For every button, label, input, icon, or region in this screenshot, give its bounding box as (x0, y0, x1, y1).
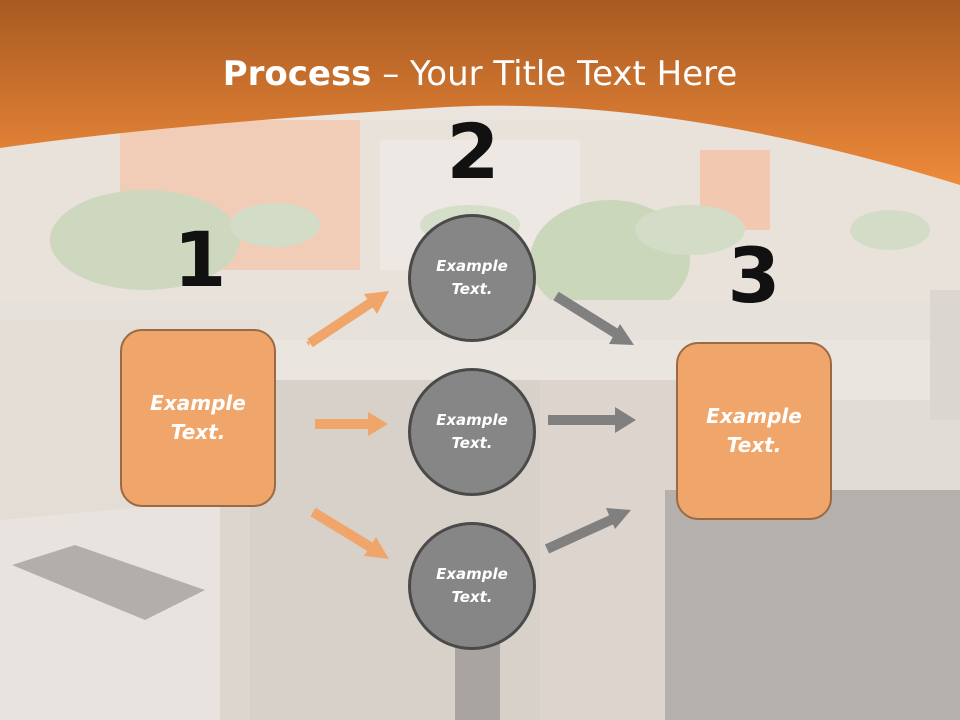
arrow-up-right-orange (305, 341, 310, 347)
step-3-text-line2: Text. (726, 433, 782, 457)
arrow-gray-down-head (609, 324, 634, 345)
arrow-orange-up-shaft (307, 297, 375, 348)
arrow-orange-mid-head (368, 412, 388, 436)
arrow-orange-down-shaft (310, 507, 375, 553)
step-1-text-line1: Example (150, 391, 246, 415)
circle-bottom: Example Text. (408, 522, 536, 650)
title-bold: Process (222, 54, 372, 94)
circle-bottom-line1: Example (436, 565, 508, 583)
step-1-box: Example Text. (120, 329, 276, 507)
circle-middle: Example Text. (408, 368, 536, 496)
circle-bottom-text: Example Text. (424, 563, 520, 609)
title-rest: – Your Title Text Here (371, 54, 738, 94)
step-1-text: Example Text. (138, 389, 258, 447)
arrow-gray-up-head (606, 508, 631, 529)
circle-top-line2: Text. (451, 280, 493, 298)
circle-middle-text: Example Text. (424, 409, 520, 455)
step-1-text-line2: Text. (170, 420, 226, 444)
orange-arrows (305, 341, 310, 347)
step-number-1: 1 (173, 215, 227, 304)
arrow-orange-down-head (364, 537, 389, 559)
circle-top-line1: Example (436, 257, 508, 275)
circle-top-text: Example Text. (424, 255, 520, 301)
circle-bottom-line2: Text. (451, 588, 493, 606)
step-3-box: Example Text. (676, 342, 832, 520)
arrow-orange-up-head (364, 291, 389, 314)
arrow-gray-up-shaft (544, 514, 616, 554)
circle-middle-line2: Text. (451, 434, 493, 452)
step-3-text: Example Text. (694, 402, 814, 460)
step-3-text-line1: Example (706, 404, 802, 428)
arrow-gray-down-shaft (553, 291, 620, 339)
circle-top: Example Text. (408, 214, 536, 342)
arrow-gray-mid-head (615, 407, 636, 433)
circle-middle-line1: Example (436, 411, 508, 429)
step-number-2: 2 (446, 107, 500, 196)
slide-title: Process – Your Title Text Here (0, 52, 960, 96)
step-number-3: 3 (727, 231, 781, 320)
